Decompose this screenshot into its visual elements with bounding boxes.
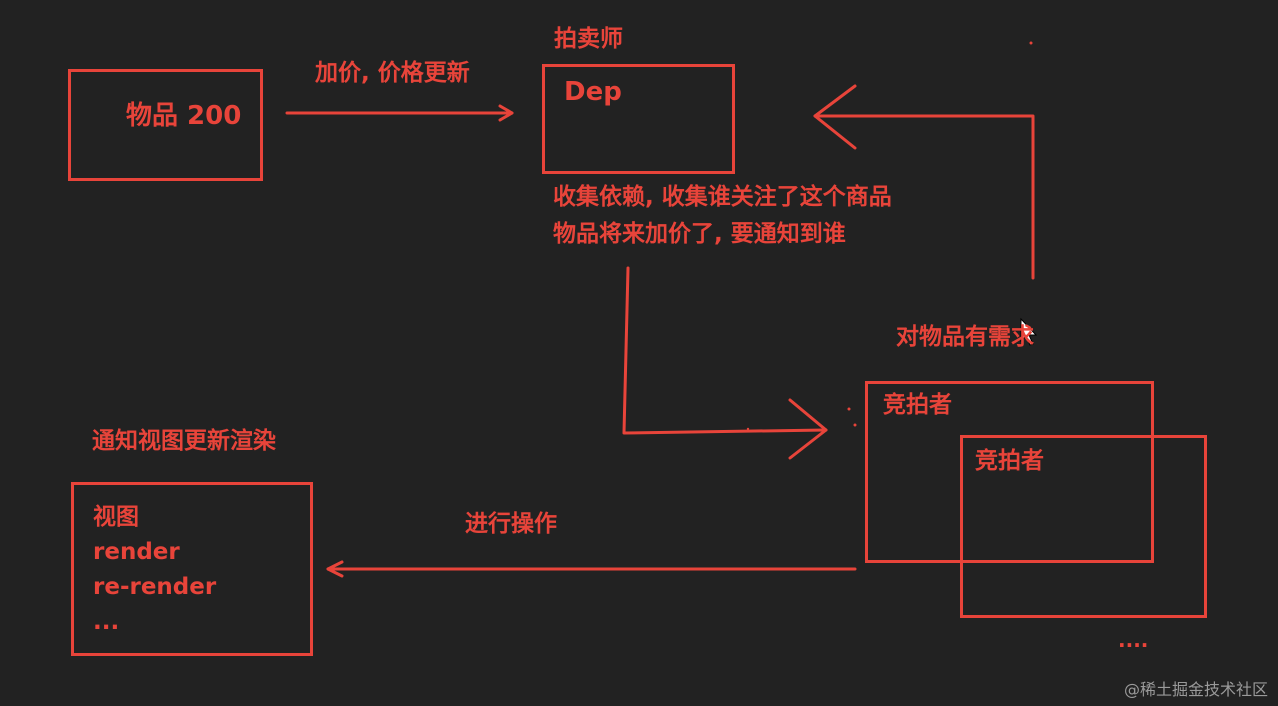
arrow-notify-bidders — [622, 266, 828, 435]
operate-arrow-label: 进行操作 — [465, 511, 557, 537]
bidders-ellipsis: .... — [1118, 628, 1149, 652]
view-title: 通知视图更新渲染 — [92, 428, 276, 454]
view-box-content: 视图 render re-render ... — [93, 500, 216, 640]
watermark: @稀土掘金技术社区 — [1123, 680, 1268, 699]
arrow-register-dependency — [813, 114, 1035, 280]
view-line-ellipsis: ... — [93, 609, 120, 635]
arrow-operate-head — [326, 560, 344, 578]
view-box — [71, 482, 313, 656]
bidders-title: 对物品有需求 — [896, 324, 1034, 350]
price-arrow-label: 加价, 价格更新 — [315, 60, 470, 86]
bidder-back-label: 竞拍者 — [975, 448, 1044, 474]
view-line-rerender: re-render — [93, 574, 217, 600]
bidder-box-back — [960, 435, 1207, 618]
item-box-label: 物品 200 — [126, 101, 242, 131]
view-line-render: render — [93, 539, 180, 565]
collect-note-line1: 收集依赖, 收集谁关注了这个商品 — [553, 184, 892, 210]
bidder-front-label: 竞拍者 — [883, 392, 952, 418]
arrow-price-update-head — [498, 104, 514, 122]
view-line-view: 视图 — [93, 504, 139, 530]
collect-note-line2: 物品将来加价了, 要通知到谁 — [553, 221, 846, 247]
mouse-cursor-icon — [1020, 317, 1038, 346]
auctioneer-title: 拍卖师 — [554, 26, 623, 52]
arrow-notify-bidders-head — [788, 398, 828, 460]
auctioneer-box — [542, 64, 735, 174]
item-box — [68, 69, 263, 181]
bidder-box-front — [865, 381, 1154, 563]
auctioneer-box-label: Dep — [564, 77, 622, 107]
arrow-register-dependency-head — [813, 84, 857, 150]
